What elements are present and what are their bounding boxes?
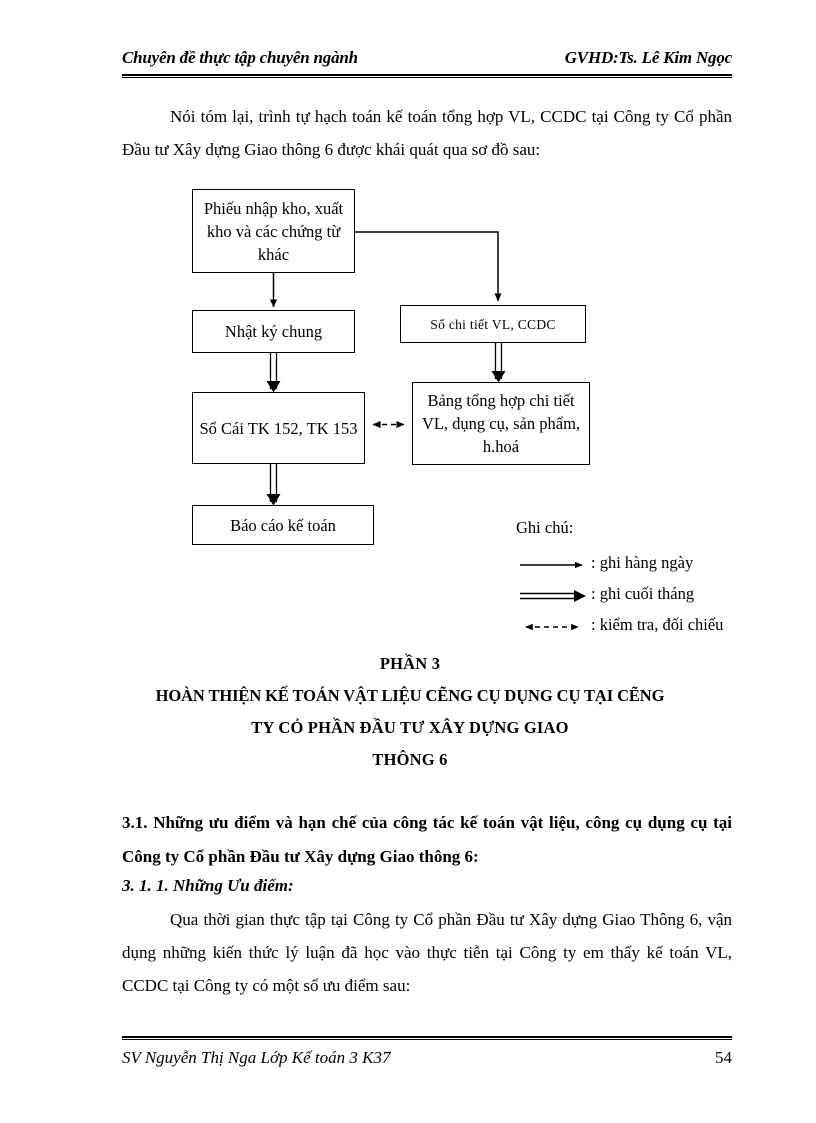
flow-node-nhatky: Nhật ký chung: [192, 310, 355, 353]
legend-item-daily: : ghi hàng ngày: [516, 547, 746, 578]
flow-node-chungtu: Phiếu nhập kho, xuất kho và các chứng từ…: [192, 189, 355, 273]
header-divider: [122, 74, 732, 78]
legend-title: Ghi chú:: [516, 518, 574, 537]
flow-node-baocao: Báo cáo kế toán: [192, 505, 374, 545]
section-3-1-1-heading: 3. 1. 1. Những Ưu điểm:: [122, 876, 294, 895]
body-paragraph: Qua thời gian thực tập tại Công ty Cổ ph…: [122, 910, 732, 995]
flow-node-bangth: Bảng tổng hợp chi tiết VL, dụng cụ, sản …: [412, 382, 590, 465]
legend-label-daily: : ghi hàng ngày: [591, 553, 694, 572]
header-right-text: GVHD:Ts. Lê Kim Ngọc: [564, 48, 732, 67]
part-heading-line4: THÔNG 6: [372, 750, 448, 769]
part-heading-line3: TY CỎ PHẦN ĐẦU TƯ XÂY DỰNG GIAO: [251, 718, 569, 737]
flow-node-sochitiet: Sổ chi tiết VL, CCDC: [400, 305, 586, 343]
legend-item-check: : kiểm tra, đối chiếu: [516, 609, 746, 640]
dashed-double-arrow-icon: [516, 615, 590, 635]
page-footer: SV Nguyễn Thị Nga Lớp Kế toán 3 K37 54: [122, 1048, 732, 1068]
part-heading: PHẦN 3 HOÀN THIỆN KẾ TOÁN VẬT LIỆU CẼNG …: [100, 648, 720, 776]
footer-divider: [122, 1036, 732, 1040]
double-arrow-icon: [516, 584, 590, 604]
page-number: 54: [715, 1048, 732, 1067]
legend-item-monthly: : ghi cuối tháng: [516, 578, 746, 609]
legend: Ghi chú: : ghi hàng ngày: [516, 512, 746, 640]
page-header: Chuyên đề thực tập chuyên ngành GVHD:Ts.…: [122, 48, 732, 68]
header-left-text: Chuyên đề thực tập chuyên ngành: [122, 48, 358, 67]
part-heading-line1: PHẦN 3: [379, 654, 441, 673]
legend-label-monthly: : ghi cuối tháng: [591, 584, 695, 603]
legend-label-check: : kiểm tra, đối chiếu: [591, 615, 724, 634]
intro-paragraph: Nói tóm lại, trình tự hạch toán kế toán …: [122, 107, 732, 159]
single-arrow-icon: [516, 553, 590, 573]
section-3-1-heading: 3.1. Những ưu điểm và hạn chế của công t…: [122, 813, 732, 866]
part-heading-line2: HOÀN THIỆN KẾ TOÁN VẬT LIỆU CẼNG CỤ DỤNG…: [155, 686, 665, 705]
footer-author-text: SV Nguyễn Thị Nga Lớp Kế toán 3 K37: [122, 1048, 391, 1067]
flow-node-socai: Sổ Cái TK 152, TK 153: [192, 392, 365, 464]
